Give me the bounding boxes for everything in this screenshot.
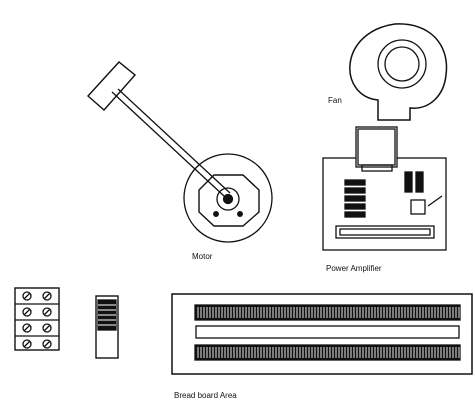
terminal-screw-slot: [43, 292, 51, 300]
terminal-screw: [22, 307, 32, 317]
power-amplifier-label: Power Amplifier: [326, 264, 382, 273]
terminal-screw: [42, 307, 52, 317]
terminal-screw-slot: [23, 324, 31, 332]
terminal-screw: [22, 323, 32, 333]
motor-label: Motor: [192, 252, 213, 261]
fan-label: Fan: [328, 96, 342, 105]
terminal-screw-slot: [23, 292, 31, 300]
amp-component-stack: [344, 179, 366, 218]
motor: [183, 153, 273, 243]
terminal-screw-slot: [23, 308, 31, 316]
breadboard-label: Bread board Area: [174, 391, 237, 400]
terminal-screw: [42, 339, 52, 349]
fan: [349, 23, 448, 121]
power-amplifier: [322, 126, 447, 251]
pendulum-arm: [87, 61, 231, 197]
breadboard: [171, 293, 473, 375]
terminal-screw: [42, 323, 52, 333]
terminal-screw: [22, 339, 32, 349]
terminal-screw: [22, 291, 32, 301]
terminal-screw-slot: [43, 308, 51, 316]
terminal-screw: [42, 291, 52, 301]
switch-connector: [95, 295, 119, 359]
terminal-block: [14, 287, 60, 351]
terminal-screw-slot: [43, 324, 51, 332]
terminal-screw-slot: [23, 340, 31, 348]
terminal-screw-slot: [43, 340, 51, 348]
